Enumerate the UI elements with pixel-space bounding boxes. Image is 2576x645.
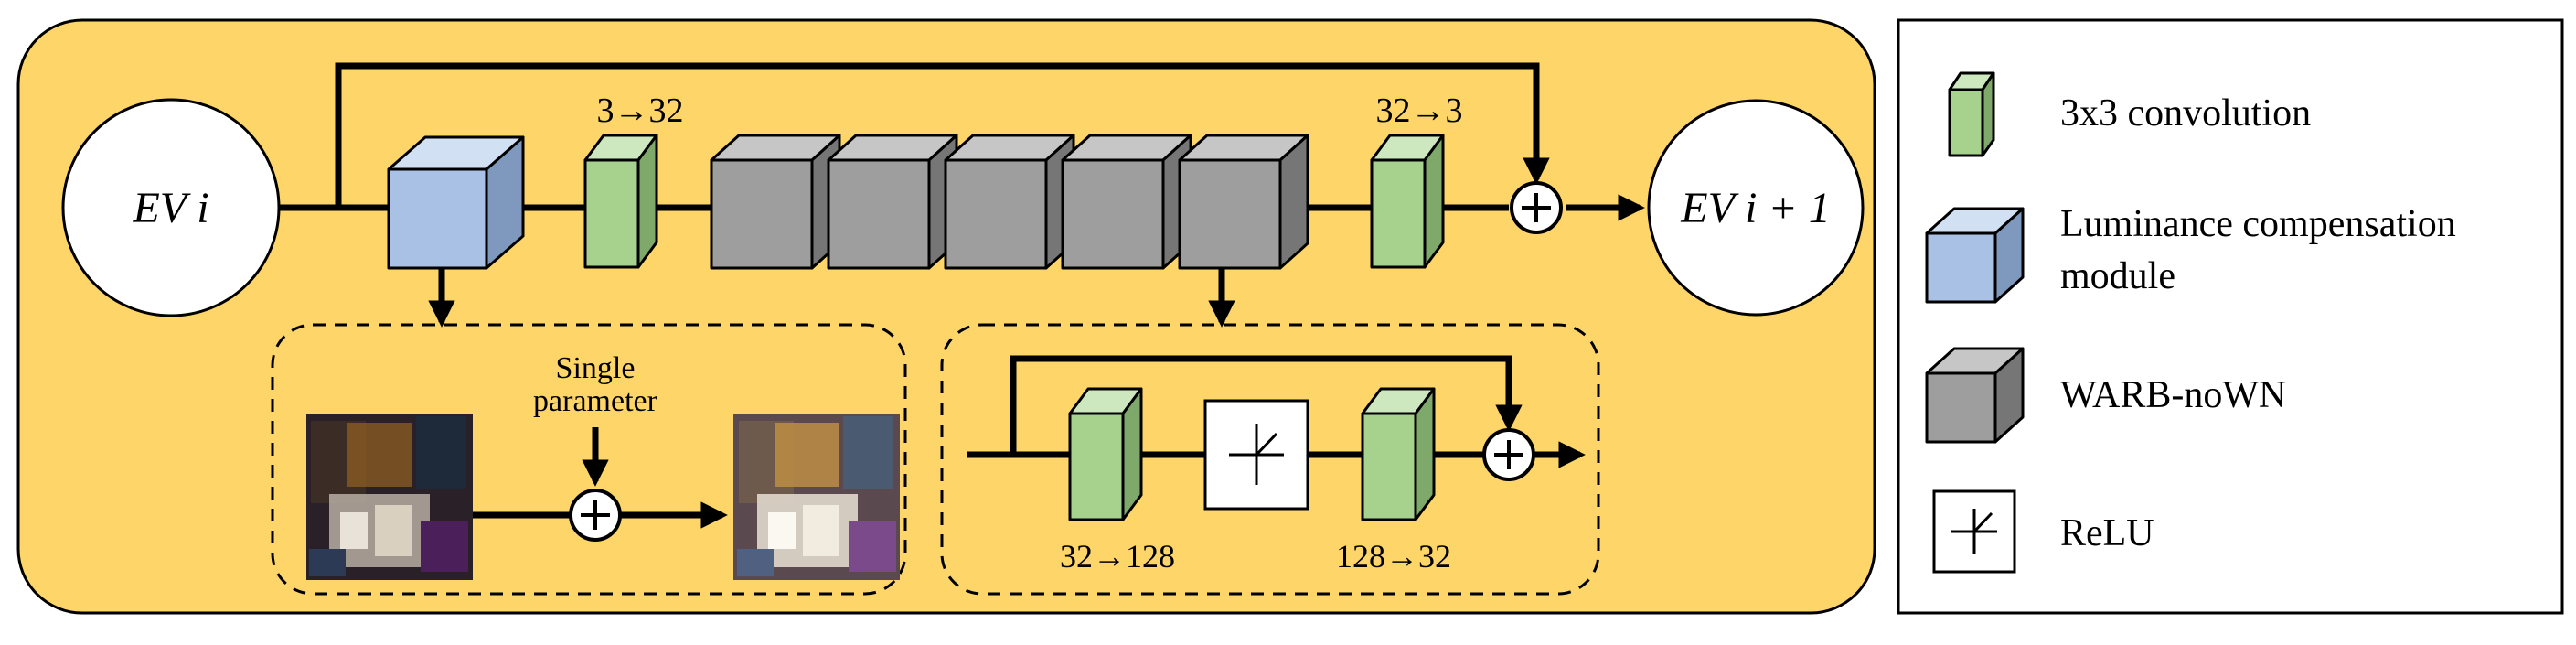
lcm-flow-lines [473, 427, 728, 529]
conv-inner-2-channels: 128→32 [1336, 538, 1451, 575]
conv-last-channels: 32→3 [1376, 91, 1463, 130]
legend-item-warb: WARB-noWN [1925, 347, 2286, 444]
legend-item-conv: 3x3 convolution [1948, 71, 2311, 157]
warb-detail-panel [940, 323, 1600, 596]
gray-cube-icon [1925, 347, 2025, 444]
luminance-compensation-cube [387, 135, 525, 270]
relu-block [1203, 399, 1309, 511]
green-conv-block-icon [1948, 71, 1995, 157]
legend-label-lcm-line1: Luminance compensation [2060, 203, 2456, 245]
lcm-detail-panel [271, 323, 907, 596]
warb-add-node [1482, 428, 1535, 481]
warb-detail-lines [967, 355, 1586, 468]
conv-block-inner-1 [1068, 387, 1143, 521]
output-node [1647, 99, 1865, 317]
input-node [61, 98, 281, 317]
warb-cube-2 [827, 134, 958, 270]
legend-label-relu: ReLU [2060, 512, 2154, 554]
output-label: EV i + 1 [1680, 184, 1831, 232]
legend-label-warb: WARB-noWN [2060, 374, 2286, 416]
legend-item-lcm: Luminance compensation module [1925, 203, 2456, 304]
main-add-node [1510, 181, 1563, 234]
warb-cube-1 [710, 134, 841, 270]
conv-block-last [1370, 134, 1445, 269]
conv-first-channels: 3→32 [597, 91, 684, 130]
main-flow-lines [276, 62, 1645, 328]
legend-item-relu: ReLU [1932, 489, 2154, 574]
conv-block-first [583, 134, 658, 269]
warb-cube-3 [944, 134, 1075, 270]
lcm-add-node [569, 489, 622, 542]
relu-icon [1932, 489, 2016, 574]
conv-block-inner-2 [1361, 387, 1436, 521]
warb-cube-4 [1061, 134, 1192, 270]
single-parameter-line1: Single [556, 351, 636, 385]
single-parameter-line2: parameter [533, 384, 658, 418]
legend-label-lcm-line2: module [2060, 255, 2175, 297]
conv-inner-1-channels: 32→128 [1060, 538, 1175, 575]
enhanced-output-image [733, 414, 900, 580]
input-label: EV i [132, 184, 208, 232]
legend-label-conv: 3x3 convolution [2060, 92, 2311, 134]
main-panel [16, 18, 1876, 615]
blue-cube-icon [1925, 207, 2025, 304]
warb-cube-5 [1178, 134, 1309, 270]
dark-input-image [306, 414, 473, 580]
